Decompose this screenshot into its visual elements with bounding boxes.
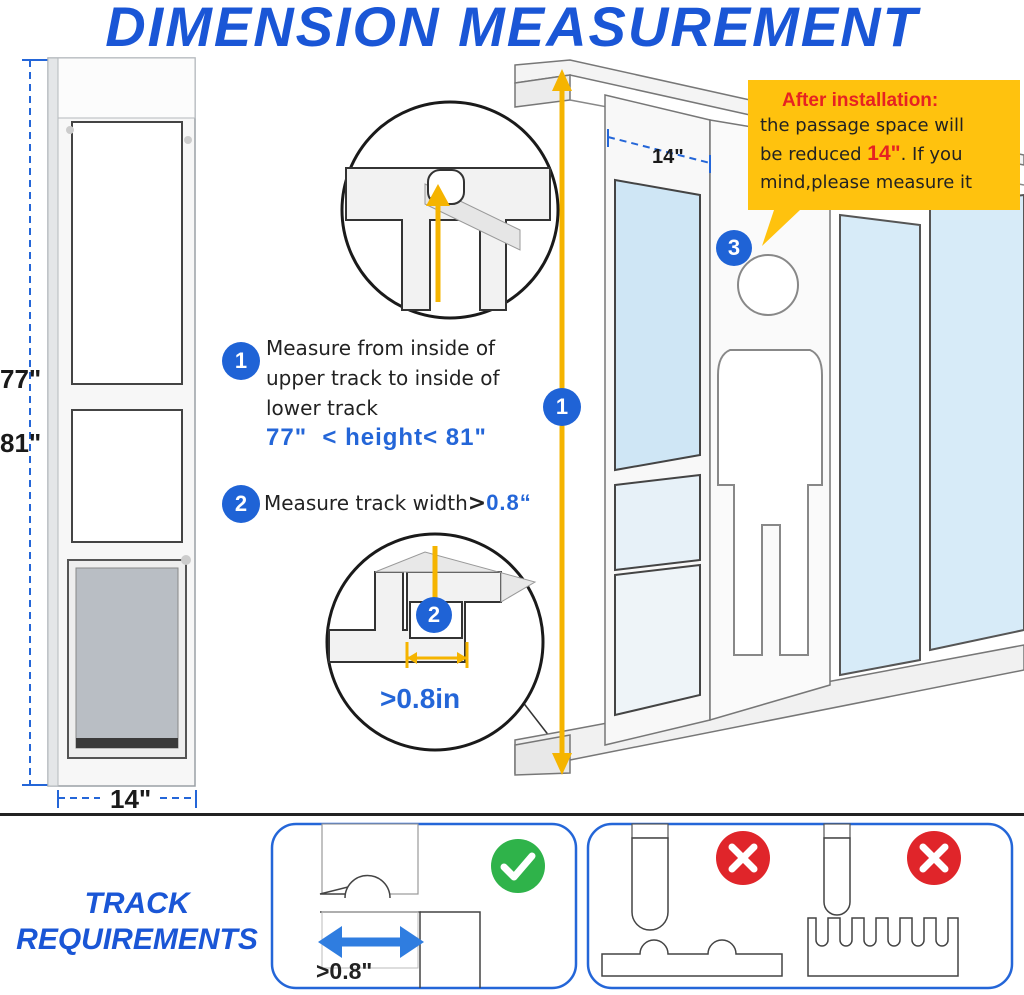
track-requirements-label: TRACK REQUIREMENTS bbox=[16, 887, 258, 956]
good-track-width-label: >0.8" bbox=[316, 958, 373, 984]
track-width-badge: 2 bbox=[416, 597, 452, 633]
step-2-text: Measure track width>0.8“ bbox=[264, 490, 532, 516]
sliding-door-scene bbox=[514, 59, 1024, 776]
page-title: DIMENSION MEASUREMENT bbox=[105, 0, 919, 58]
callout-bubble bbox=[748, 80, 1020, 246]
lower-track-zoom-circle bbox=[325, 532, 561, 752]
callout-text: After installation: the passage space wi… bbox=[760, 90, 973, 193]
section-divider bbox=[0, 813, 1024, 816]
cross-icon bbox=[716, 831, 770, 885]
track-width-label: >0.8in bbox=[380, 683, 461, 714]
cross-icon bbox=[907, 831, 961, 885]
door-height-min-label: 77" bbox=[0, 364, 42, 394]
check-icon bbox=[491, 839, 545, 893]
top-width-label: 14" bbox=[652, 146, 684, 168]
step-1-badge: 1 bbox=[222, 342, 260, 380]
step-1-text: Measure from inside of upper track to in… bbox=[266, 336, 500, 420]
passage-callout-badge: 3 bbox=[716, 230, 752, 266]
door-height-max-label: 81" bbox=[0, 428, 42, 458]
height-arrow-badge: 1 bbox=[543, 388, 581, 426]
person-silhouette-icon bbox=[717, 254, 823, 656]
step-1-height-range: 77" < height< 81" bbox=[266, 424, 487, 451]
door-width-label: 14" bbox=[110, 784, 152, 814]
bad-track-examples bbox=[586, 822, 1014, 990]
step-2-badge: 2 bbox=[222, 485, 260, 523]
pet-door-panel-illustration bbox=[22, 57, 197, 808]
upper-track-zoom-circle bbox=[340, 80, 567, 320]
